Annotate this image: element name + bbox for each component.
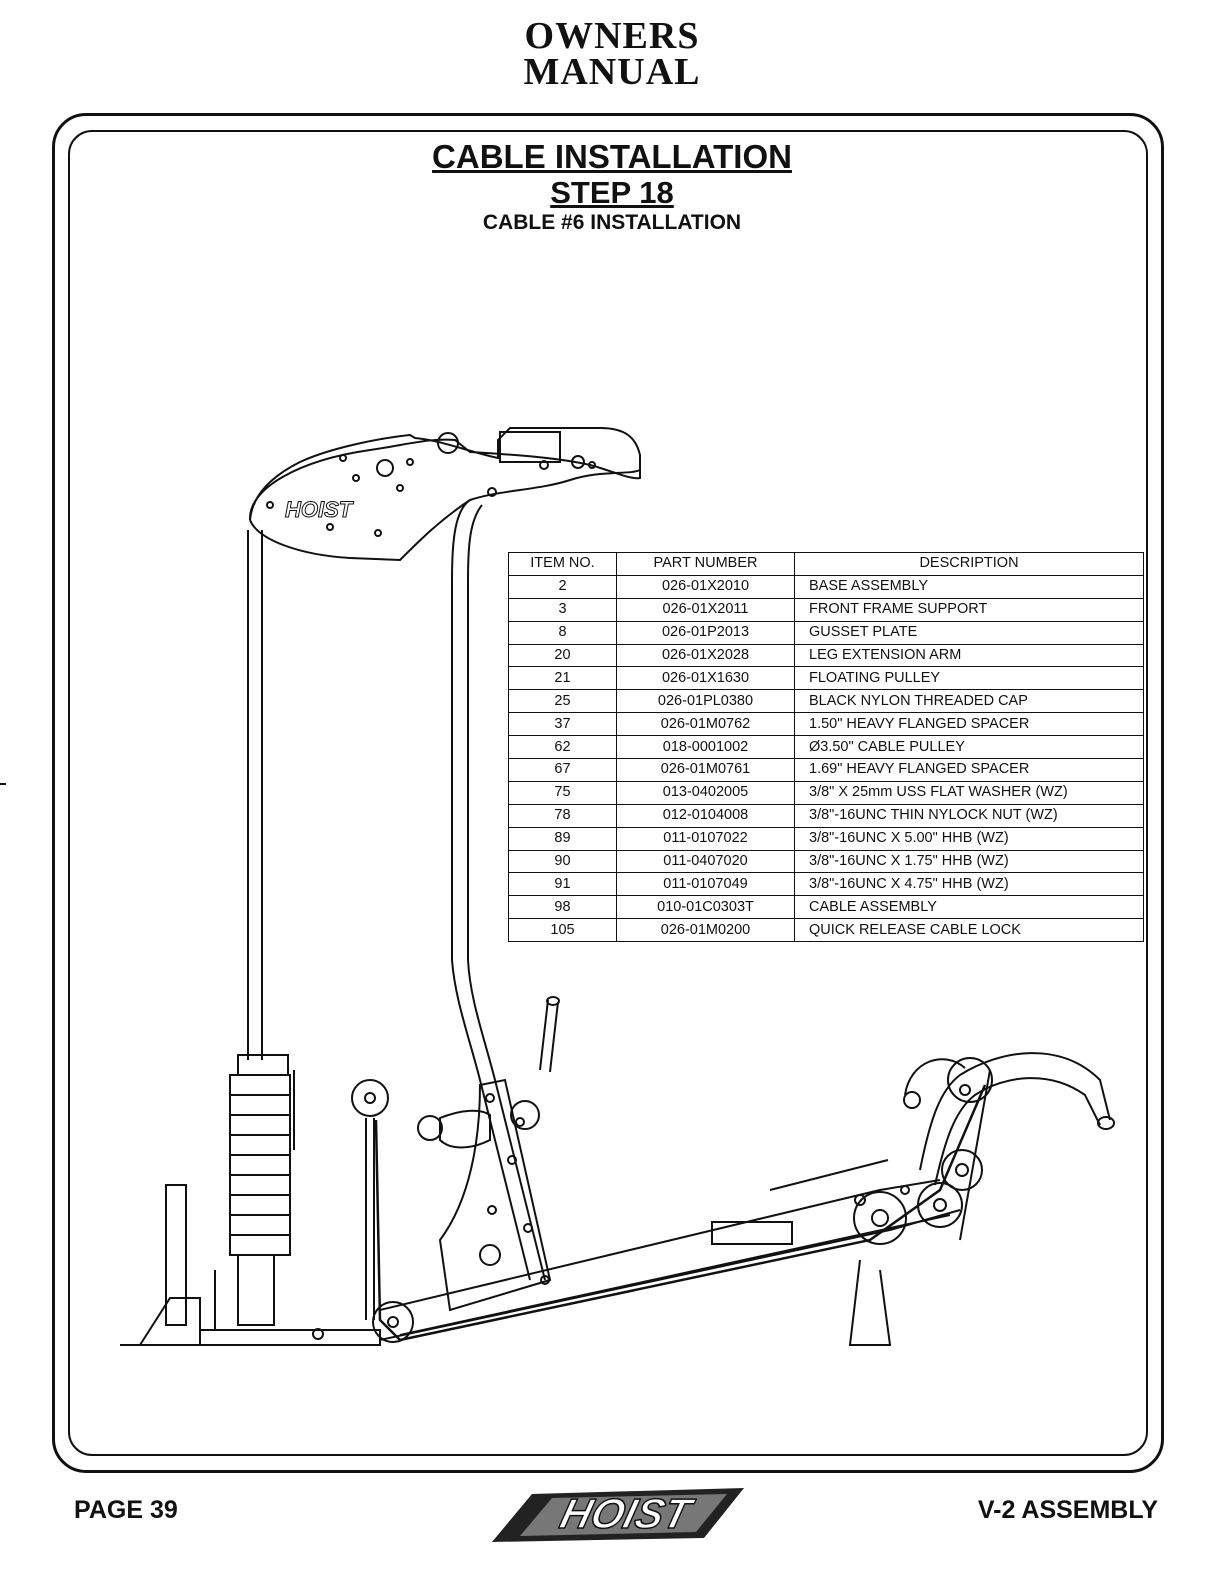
description-cell: QUICK RELEASE CABLE LOCK bbox=[794, 918, 1144, 943]
description-cell: 3/8"-16UNC X 5.00" HHB (WZ) bbox=[794, 826, 1144, 851]
description-cell: LEG EXTENSION ARM bbox=[794, 643, 1144, 668]
part-number-cell: 011-0407020 bbox=[616, 849, 795, 874]
part-number-cell: 026-01M0762 bbox=[616, 712, 795, 737]
description-cell: FRONT FRAME SUPPORT bbox=[794, 597, 1144, 622]
description-cell: CABLE ASSEMBLY bbox=[794, 895, 1144, 920]
title-block: CABLE INSTALLATION STEP 18 CABLE #6 INST… bbox=[0, 138, 1224, 236]
header-line-1: OWNERS bbox=[524, 15, 700, 57]
section-label: V-2 ASSEMBLY bbox=[977, 1496, 1158, 1524]
description-cell: Ø3.50" CABLE PULLEY bbox=[794, 735, 1144, 760]
header-line-2: MANUAL bbox=[523, 51, 701, 93]
description-cell: 3/8"-16UNC X 4.75" HHB (WZ) bbox=[794, 872, 1144, 897]
item-no-cell: 20 bbox=[508, 643, 617, 668]
part-number-cell: 012-0104008 bbox=[616, 803, 795, 828]
item-no-cell: 8 bbox=[508, 620, 617, 645]
part-number-cell: 013-0402005 bbox=[616, 780, 795, 805]
part-number-cell: 026-01PL0380 bbox=[616, 689, 795, 714]
margin-tick bbox=[0, 783, 6, 785]
part-number-cell: 018-0001002 bbox=[616, 735, 795, 760]
item-no-cell: 2 bbox=[508, 574, 617, 599]
step-subtitle: CABLE #6 INSTALLATION bbox=[482, 211, 742, 234]
description-cell: 1.50" HEAVY FLANGED SPACER bbox=[794, 712, 1144, 737]
part-number-cell: 010-01C0303T bbox=[616, 895, 795, 920]
step-title: STEP 18 bbox=[550, 175, 674, 210]
part-number-cell: 026-01M0200 bbox=[616, 918, 795, 943]
description-cell: GUSSET PLATE bbox=[794, 620, 1144, 645]
item-no-cell: 75 bbox=[508, 780, 617, 805]
part-number-cell: 026-01X2011 bbox=[616, 597, 795, 622]
part-number-cell: 026-01P2013 bbox=[616, 620, 795, 645]
description-cell: BLACK NYLON THREADED CAP bbox=[794, 689, 1144, 714]
page-number: PAGE 39 bbox=[74, 1496, 178, 1524]
item-no-cell: 90 bbox=[508, 849, 617, 874]
manual-header: OWNERS MANUAL bbox=[0, 15, 1224, 93]
item-no-cell: 25 bbox=[508, 689, 617, 714]
part-number-cell: 011-0107049 bbox=[616, 872, 795, 897]
item-no-cell: 62 bbox=[508, 735, 617, 760]
column-header-description: DESCRIPTION bbox=[794, 552, 1144, 576]
description-cell: 3/8"-16UNC THIN NYLOCK NUT (WZ) bbox=[794, 803, 1144, 828]
item-no-cell: 37 bbox=[508, 712, 617, 737]
column-header-item-no: ITEM NO. bbox=[508, 552, 617, 576]
part-number-cell: 026-01M0761 bbox=[616, 758, 795, 782]
item-no-cell: 98 bbox=[508, 895, 617, 920]
parts-table-header-row: ITEM NO. PART NUMBER DESCRIPTION bbox=[508, 552, 1144, 576]
item-no-cell: 105 bbox=[508, 918, 617, 943]
part-number-cell: 026-01X1630 bbox=[616, 666, 795, 691]
description-cell: BASE ASSEMBLY bbox=[794, 574, 1144, 599]
item-no-cell: 21 bbox=[508, 666, 617, 691]
item-no-cell: 91 bbox=[508, 872, 617, 897]
item-no-cell: 89 bbox=[508, 826, 617, 851]
description-cell: 1.69" HEAVY FLANGED SPACER bbox=[794, 758, 1144, 782]
item-no-cell: 3 bbox=[508, 597, 617, 622]
part-number-cell: 011-0107022 bbox=[616, 826, 795, 851]
page-title: CABLE INSTALLATION bbox=[432, 138, 792, 175]
page-frame-inner bbox=[68, 130, 1148, 1456]
description-cell: 3/8"-16UNC X 1.75" HHB (WZ) bbox=[794, 849, 1144, 874]
part-number-cell: 026-01X2028 bbox=[616, 643, 795, 668]
column-header-part-number: PART NUMBER bbox=[616, 552, 795, 576]
description-cell: FLOATING PULLEY bbox=[794, 666, 1144, 691]
hoist-logo: HOIST bbox=[492, 1488, 744, 1542]
item-no-cell: 78 bbox=[508, 803, 617, 828]
part-number-cell: 026-01X2010 bbox=[616, 574, 795, 599]
description-cell: 3/8" X 25mm USS FLAT WASHER (WZ) bbox=[794, 780, 1144, 805]
svg-text:HOIST: HOIST bbox=[555, 1491, 699, 1538]
page-frame-outer bbox=[52, 113, 1164, 1473]
item-no-cell: 67 bbox=[508, 758, 617, 782]
